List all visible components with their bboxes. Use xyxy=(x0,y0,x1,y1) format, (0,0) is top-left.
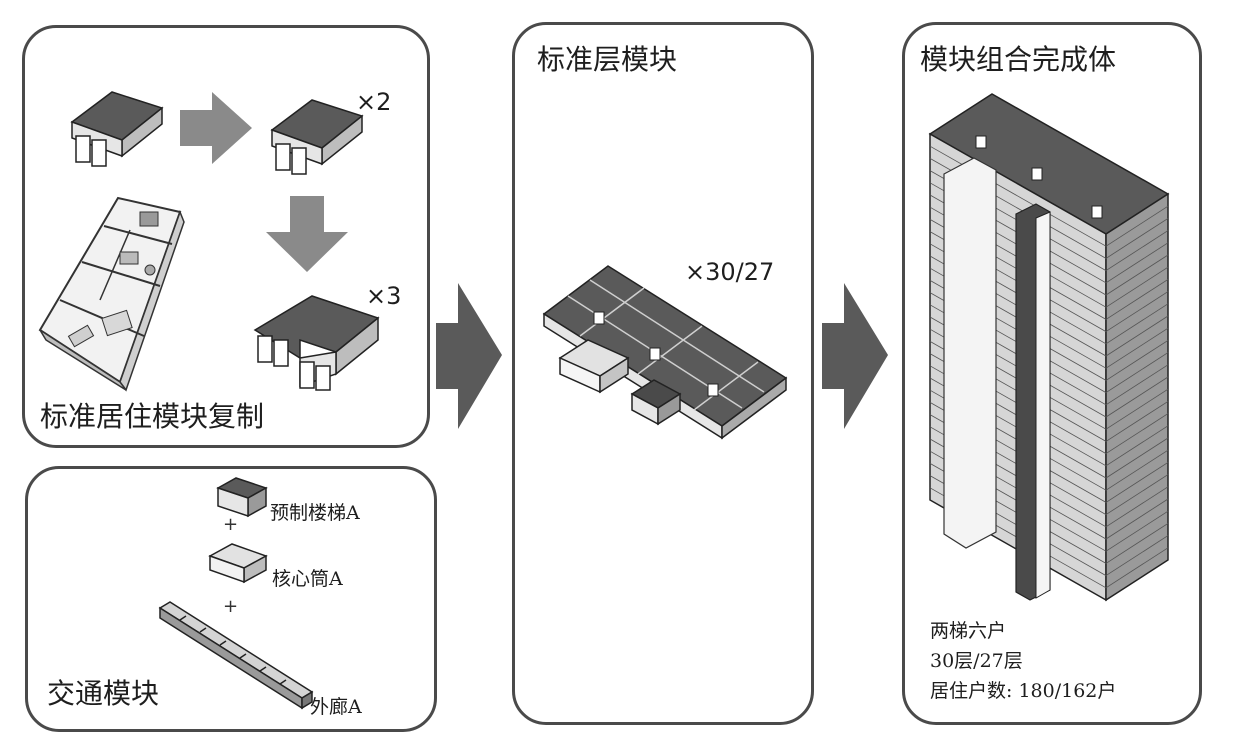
replication-title: 标准居住模块复制 xyxy=(40,400,265,433)
tower-floor-line xyxy=(1105,279,1169,320)
traffic-item-stair-label: 预制楼梯A xyxy=(270,502,360,524)
tower-floor-line xyxy=(1105,425,1169,467)
tower-floor-line xyxy=(1105,388,1169,430)
tower-floor-line xyxy=(1105,376,1169,418)
tower-floor-line xyxy=(1105,242,1169,284)
traffic-title: 交通模块 xyxy=(47,677,160,710)
tower-floor-line xyxy=(1105,291,1169,332)
tower-floor-line xyxy=(1105,303,1169,345)
core-tube-icon xyxy=(208,543,268,584)
floor-plan-sketch xyxy=(38,196,185,392)
replication-illustration xyxy=(38,91,380,392)
tower-floor-line xyxy=(1105,523,1169,564)
traffic-item-core-label: 核心筒A xyxy=(272,568,343,590)
tower-floor-line xyxy=(1105,254,1169,296)
tower-floor-line xyxy=(1105,462,1169,503)
standard-floor-illustration xyxy=(542,265,788,440)
tower-floor-line xyxy=(1105,327,1169,369)
standard-floor-title: 标准层模块 xyxy=(537,43,678,76)
tower-floor-line xyxy=(1105,218,1169,259)
tower-floor-line xyxy=(1105,437,1169,479)
tower-floor-line xyxy=(1105,340,1169,381)
arrow-down-icon xyxy=(266,196,348,272)
assembly-note-1: 两梯六户 xyxy=(930,620,1007,642)
tower-floor-line xyxy=(1105,510,1169,552)
double-module xyxy=(270,99,364,175)
tower-illustration xyxy=(928,93,1170,602)
assembly-note-3: 居住户数: 180/162户 xyxy=(930,680,1117,702)
single-module xyxy=(70,91,164,167)
multiplier-x2: ×2 xyxy=(356,88,392,116)
tower-floor-line xyxy=(1105,352,1169,393)
prefab-stair-icon xyxy=(216,477,268,518)
plus-icon-2: + xyxy=(223,596,238,617)
tower-floor-line xyxy=(1105,486,1169,528)
traffic-item-corridor-label: 外廊A xyxy=(310,696,362,718)
arrow-right-icon-large-1 xyxy=(436,283,502,429)
tower-floor-line xyxy=(1105,413,1169,454)
tower-floor-line xyxy=(1105,498,1169,540)
tower-floor-line xyxy=(1105,230,1169,271)
plus-icon-1: + xyxy=(223,514,238,535)
tower-floor-line xyxy=(1105,535,1169,576)
assembly-title: 模块组合完成体 xyxy=(920,43,1117,76)
tower-floor-line xyxy=(1105,547,1169,589)
arrow-right-icon-large-2 xyxy=(822,283,888,429)
tower-floor-line xyxy=(1105,364,1169,406)
assembly-note-2: 30层/27层 xyxy=(930,650,1023,672)
arrow-right-icon xyxy=(180,92,252,164)
triple-module xyxy=(253,295,380,391)
tower-floor-line xyxy=(929,145,1107,247)
multiplier-x3: ×3 xyxy=(366,282,402,310)
traffic-illustration: + + xyxy=(158,477,314,710)
tower-floor-line xyxy=(1105,205,1169,247)
floor-multiplier: ×30/27 xyxy=(685,258,775,286)
tower-floor-line xyxy=(1105,474,1169,515)
tower-floor-line xyxy=(1105,266,1169,308)
tower-floor-line xyxy=(1105,449,1169,491)
tower-floor-line xyxy=(1105,401,1169,442)
tower-floor-line xyxy=(1105,315,1169,357)
external-corridor-icon xyxy=(158,601,314,710)
replication-panel xyxy=(22,25,430,448)
